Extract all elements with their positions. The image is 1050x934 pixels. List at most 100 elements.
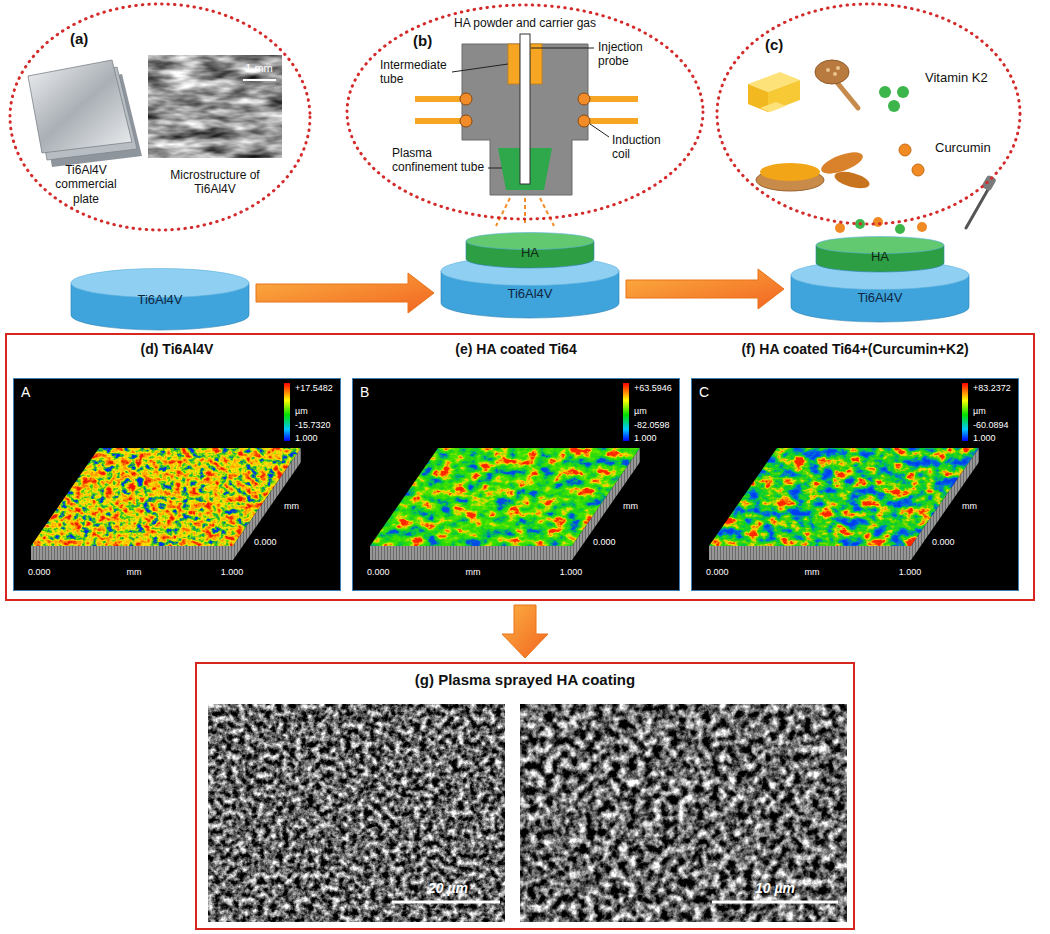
surface-map — [233, 448, 301, 560]
surface-map — [572, 448, 640, 560]
surface-map — [709, 448, 979, 546]
surface-map — [691, 378, 1019, 591]
axis-label: 1.000 — [221, 567, 244, 578]
dotted-circle-outline — [715, 2, 1022, 226]
panel-heading: (g) Plasma sprayed HA coating — [415, 671, 635, 689]
dotted-outline — [10, 4, 310, 230]
surface-map — [911, 448, 979, 560]
applied-drops — [873, 217, 883, 227]
axis-label: C — [699, 384, 709, 401]
label-text: Induction coil — [612, 133, 674, 162]
surface-map — [284, 383, 290, 441]
surface-map-panel: A +17.5482 µm -15.7320 1.000 0.000 mm 1.000 mm 0.… — [13, 378, 341, 591]
surface-map — [370, 448, 640, 546]
cheese-and-spoon — [836, 66, 840, 70]
cheese-and-spoon — [835, 80, 858, 108]
surface-map — [13, 378, 341, 591]
sem-micrograph — [520, 704, 847, 922]
axis-label: 1.000 — [634, 433, 657, 444]
surface-map — [623, 383, 629, 441]
label-text: Curcumin — [935, 140, 991, 156]
microstructure-image — [148, 55, 282, 158]
axis-label: mm — [284, 501, 299, 512]
axis-label: 0.000 — [254, 537, 277, 548]
titanium-plate — [28, 60, 142, 167]
axis-label: µm — [973, 406, 986, 417]
titanium-plate — [28, 60, 132, 153]
disk-top — [441, 257, 619, 286]
axis-label: mm — [466, 567, 481, 578]
axis-label: +17.5482 — [295, 383, 333, 394]
surface-map — [370, 546, 572, 560]
plasma-torch — [415, 96, 462, 102]
scale-bar — [392, 901, 500, 904]
coating-layer: HA — [465, 232, 595, 268]
turmeric — [756, 148, 871, 191]
label-text: HA — [521, 245, 539, 261]
surface-map-panel: B+63.5946µm-82.05981.0000.000mm1.000mm0.… — [352, 378, 680, 591]
dotted-outline — [717, 4, 1020, 224]
axis-label: µm — [295, 406, 308, 417]
surface-map — [13, 378, 341, 591]
pipette — [966, 174, 997, 228]
plasma-torch — [415, 118, 462, 124]
pipette — [981, 174, 997, 191]
spray-jet — [496, 198, 510, 226]
vitamin-dots — [879, 86, 909, 112]
plasma-torch — [578, 93, 590, 105]
label-text: Injection probe — [598, 40, 656, 69]
label-text: HA — [871, 249, 889, 265]
axis-label: -82.0598 — [634, 420, 670, 431]
surface-map — [962, 383, 968, 441]
spray-jet — [540, 198, 554, 226]
block-arrow — [256, 273, 434, 313]
surface-map — [31, 546, 233, 560]
leader-line — [488, 168, 502, 169]
leader-line — [531, 48, 594, 49]
plasma-torch — [520, 34, 530, 184]
label-text: (e) HA coated Ti64 — [455, 341, 576, 358]
sem-image: 20 µm — [208, 704, 505, 922]
dotted-circle: (b)HA powder and carrier gasInjection pr… — [345, 3, 705, 221]
cheese-and-spoon — [815, 60, 849, 84]
axis-label: A — [21, 384, 30, 401]
axis-label: -15.7320 — [295, 420, 331, 431]
plasma-torch — [530, 44, 542, 84]
axis-label: mm — [127, 567, 142, 578]
sem-micrograph — [520, 704, 847, 922]
curcumin-dots — [912, 164, 924, 176]
label-text: 1 mm — [245, 62, 273, 75]
label-text: 20 µm — [428, 880, 468, 897]
axis-label: 0.000 — [593, 537, 616, 548]
axis-label: +63.5946 — [634, 383, 672, 394]
axis-label: 1.000 — [295, 433, 318, 444]
plasma-torch — [508, 44, 520, 84]
leader-line — [452, 48, 609, 168]
dotted-circle: (c)Vitamin K2Curcumin — [715, 2, 1022, 226]
label-text: Microstructure of Ti6Al4V — [159, 168, 271, 197]
vitamin-dots — [897, 86, 909, 98]
cheese-and-spoon — [760, 102, 786, 112]
label-text: 10 µm — [755, 880, 795, 897]
plasma-torch — [578, 115, 590, 127]
axis-label: 0.000 — [28, 567, 51, 578]
label-text: (f) HA coated Ti64+(Curcumin+K2) — [741, 341, 968, 358]
applied-drops — [895, 224, 905, 234]
microstructure-image — [243, 79, 276, 81]
label-text: Ti6Al4V — [137, 292, 182, 308]
axis-label: 1.000 — [973, 433, 996, 444]
axis-label: mm — [962, 501, 977, 512]
sem-micrograph — [208, 704, 505, 922]
leader-line — [590, 124, 609, 137]
leader-line — [452, 64, 508, 72]
panel-heading: (b) — [413, 32, 432, 50]
sem-image: 10 µm — [520, 704, 847, 922]
applied-drops — [835, 223, 845, 233]
surface-map-panel: C+83.2372µm-60.08941.0000.000mm1.000mm0.… — [691, 378, 1019, 591]
axis-label: 0.000 — [706, 567, 729, 578]
panel-frame: (g) Plasma sprayed HA coating 20 µm 10 µm — [195, 662, 855, 930]
disk-top — [791, 261, 969, 290]
label-text: Ti6Al4V — [507, 286, 552, 302]
